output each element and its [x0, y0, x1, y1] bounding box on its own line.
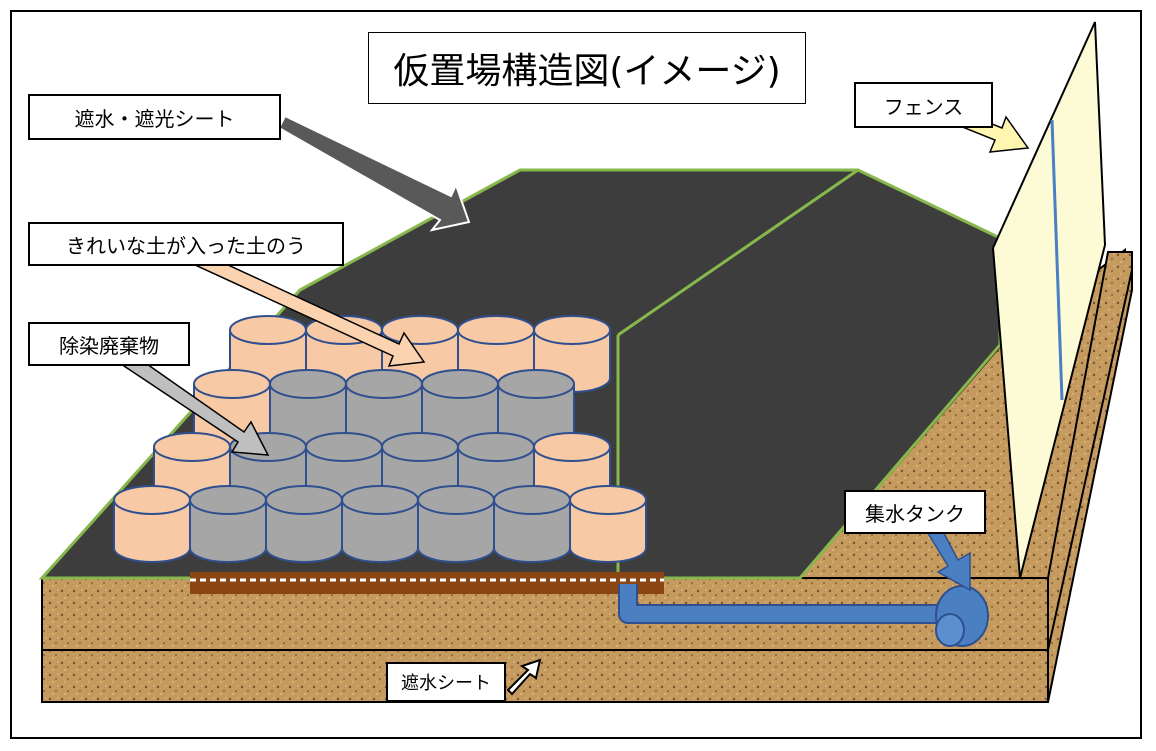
- drain-pipe: [618, 584, 989, 647]
- waste-bag: [269, 369, 347, 447]
- arrow-bottom-sheet: [506, 658, 542, 696]
- diagram-title: 仮置場構造図(イメージ): [368, 32, 806, 104]
- waste-bag: [265, 485, 343, 563]
- arrow-sheet: [277, 114, 471, 232]
- bag-pile: [113, 315, 647, 563]
- label-tank: 集水タンク: [844, 490, 986, 534]
- ground-lower-layer: [41, 649, 1049, 703]
- diagram-frame: [10, 10, 1142, 739]
- label-cover-sheet: 遮水・遮光シート: [28, 94, 281, 140]
- waste-bag: [421, 369, 499, 447]
- label-bottom-sheet: 遮水シート: [386, 662, 506, 702]
- soil-bag: [113, 485, 191, 563]
- label-waste: 除染廃棄物: [28, 322, 190, 366]
- label-soil-bags: きれいな土が入った土のう: [28, 222, 344, 266]
- waste-bag: [345, 369, 423, 447]
- label-fence: フェンス: [854, 82, 993, 128]
- waste-bag: [341, 485, 419, 563]
- waste-bag: [417, 485, 495, 563]
- waste-bag: [189, 485, 267, 563]
- soil-bag: [569, 485, 647, 563]
- fence: [991, 21, 1107, 579]
- waste-bag: [493, 485, 571, 563]
- collection-tank: [935, 585, 989, 647]
- gravel-base: [190, 572, 664, 594]
